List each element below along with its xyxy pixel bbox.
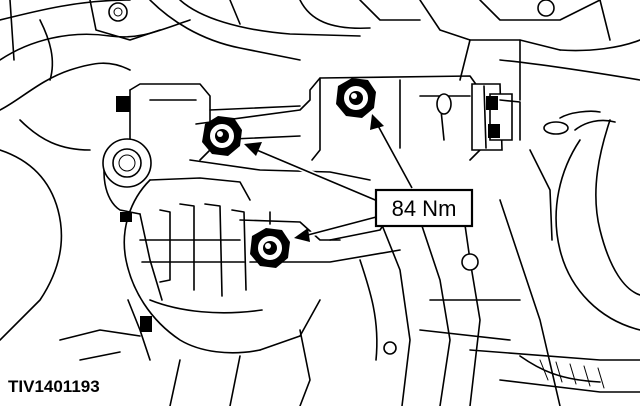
leader-lines	[244, 114, 415, 242]
arrow-head-upper-left	[244, 142, 262, 156]
top-right-bolt-icon	[537, 0, 555, 17]
bracket-hole	[436, 93, 452, 115]
torque-value-label: 84 Nm	[392, 196, 457, 221]
torque-callout: 84 Nm	[374, 188, 474, 228]
lower-structure	[59, 189, 640, 406]
torque-callout-box	[374, 188, 474, 228]
lower-bolt-icon	[461, 253, 479, 271]
lower-stud-icon	[383, 341, 397, 355]
upper-right-structure	[419, 0, 640, 331]
background-bolt-icon	[108, 2, 128, 22]
hose-clamp-icon	[543, 121, 569, 135]
arrow-head-upper-right	[370, 114, 384, 130]
mounting-bracket	[189, 75, 521, 263]
bolt-lower	[250, 228, 290, 268]
engine-block-background	[0, 0, 421, 341]
arrow-head-lower	[294, 228, 310, 242]
bolt-upper-right	[336, 78, 376, 118]
figure-reference-code: TIV1401193	[8, 377, 100, 396]
bolt-upper-left	[202, 116, 242, 156]
